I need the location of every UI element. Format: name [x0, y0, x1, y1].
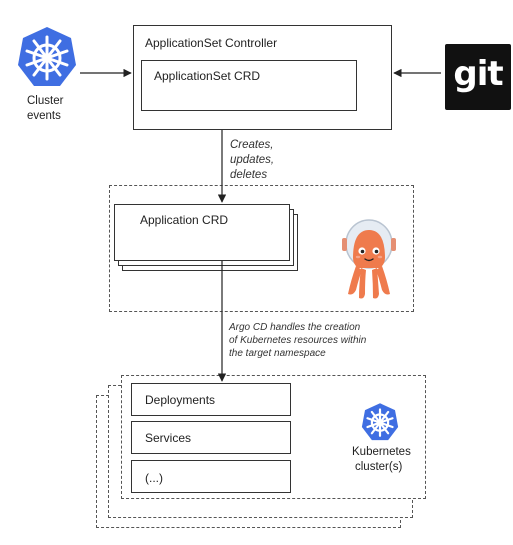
applicationset-crd-box: [141, 60, 357, 111]
application-crd-label: Application CRD: [140, 213, 229, 227]
argo-octopus-icon: [342, 219, 396, 299]
arrow2-label-line3: the target namespace: [229, 348, 326, 359]
cluster-events-label-line2: events: [27, 110, 61, 122]
cluster-events-label-line1: Cluster: [27, 95, 64, 107]
deployments-box: [131, 383, 291, 416]
services-box: [131, 421, 291, 454]
kubernetes-icon: [361, 403, 399, 441]
other-resources-label: (...): [145, 471, 163, 485]
arrow1-label-line3: deletes: [230, 169, 268, 181]
arrow2-label-line2: of Kubernetes resources within: [229, 335, 367, 346]
kubernetes-cluster-label-line1: Kubernetes: [352, 446, 411, 458]
arrow2-label-line1: Argo CD handles the creation: [229, 322, 361, 333]
other-resources-box: [131, 460, 291, 493]
git-logo: git: [445, 44, 511, 110]
application-crd-box: [114, 204, 290, 261]
applicationset-crd-label: ApplicationSet CRD: [154, 69, 261, 83]
services-label: Services: [145, 431, 192, 445]
kubernetes-icon: [18, 27, 76, 86]
arrow1-label-line2: updates,: [230, 154, 275, 166]
deployments-label: Deployments: [145, 393, 216, 407]
git-label: git: [453, 54, 503, 94]
kubernetes-cluster-label-line2: cluster(s): [355, 461, 403, 473]
arrow1-label-line1: Creates,: [230, 139, 274, 151]
applicationset-controller-title: ApplicationSet Controller: [145, 36, 278, 50]
